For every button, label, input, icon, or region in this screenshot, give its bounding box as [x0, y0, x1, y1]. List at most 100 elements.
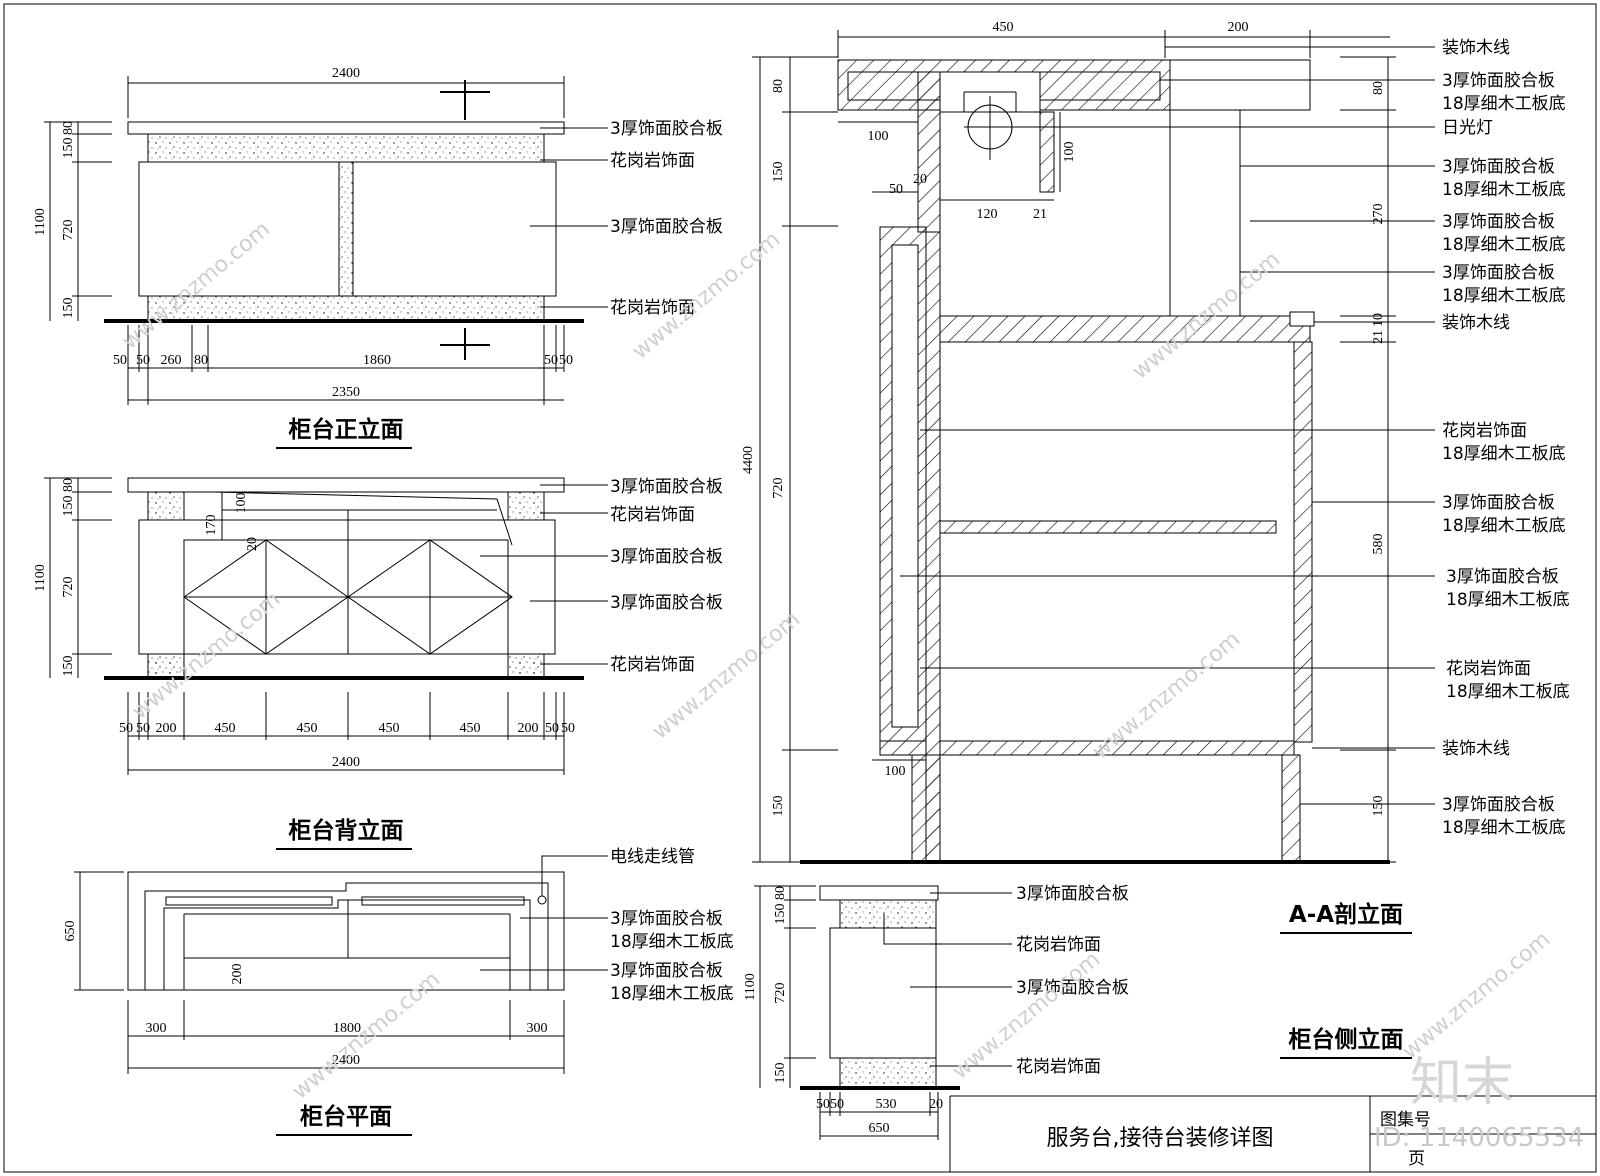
side-note-2: 花岗岩饰面	[1016, 935, 1101, 955]
front-dim-150b: 150	[61, 298, 76, 319]
granite-band-top	[147, 133, 545, 163]
section-note-9a: 3厚饰面胶合板	[1442, 493, 1555, 513]
section-dim-200: 200	[1228, 20, 1249, 35]
section-rdim-21: 21	[1371, 330, 1386, 344]
side-dim-1100: 1100	[743, 973, 758, 1000]
section-note-9b: 18厚细木工板底	[1442, 516, 1566, 536]
side-seg-20: 20	[929, 1097, 943, 1112]
back-seg-6: 450	[379, 721, 400, 736]
side-dim-720: 720	[773, 983, 788, 1004]
section-note-5b: 18厚细木工板底	[1442, 235, 1566, 255]
section-rdim-270: 270	[1371, 204, 1386, 225]
section-note-4b: 18厚细木工板底	[1442, 180, 1566, 200]
section-note-10b: 18厚细木工板底	[1446, 590, 1570, 610]
drawing-name: 服务台,接待台装修详图	[1047, 1126, 1274, 1151]
front-dim-1100: 1100	[33, 208, 48, 235]
section-dim-720: 720	[771, 478, 786, 499]
back-bottom-dim: 2400	[332, 755, 360, 770]
back-title: 柜台背立面	[289, 817, 404, 844]
side-seg-50a: 50	[816, 1097, 830, 1112]
section-note-4a: 3厚饰面胶合板	[1442, 157, 1555, 177]
side-seg-50b: 50	[830, 1097, 844, 1112]
section-note-6a: 3厚饰面胶合板	[1442, 263, 1555, 283]
side-dim-150b: 150	[773, 1063, 788, 1084]
side-total: 650	[869, 1121, 890, 1136]
back-dim-1100: 1100	[33, 564, 48, 591]
back-note-4: 3厚饰面胶合板	[610, 593, 723, 613]
front-seg-260: 260	[161, 353, 182, 368]
section-note-7: 装饰木线	[1442, 313, 1510, 333]
side-dim-150a: 150	[773, 904, 788, 925]
front-dim-80: 80	[61, 121, 76, 135]
granite-band-bottom	[147, 295, 545, 321]
section-dim-450: 450	[993, 20, 1014, 35]
front-note-1: 3厚饰面胶合板	[610, 119, 723, 139]
section-note-11b: 18厚细木工板底	[1446, 682, 1570, 702]
plan-note-3a: 3厚饰面胶合板	[610, 961, 723, 981]
watermark-site-5: www.znzmo.com	[648, 607, 805, 745]
plan-title: 柜台平面	[300, 1103, 392, 1130]
sheet-border	[3, 3, 1597, 1173]
back-seg-8: 200	[518, 721, 539, 736]
section-idim-50: 50	[889, 182, 903, 197]
back-dim-20: 20	[245, 537, 260, 551]
back-seg-10: 50	[561, 721, 575, 736]
section-rdim-80: 80	[1371, 81, 1386, 95]
front-seg-50b: 50	[136, 353, 150, 368]
counter-plan: 200 650 300 1800 300 2400 电线走线管 3厚饰面胶合板 …	[63, 847, 734, 1136]
section-note-13a: 3厚饰面胶合板	[1442, 795, 1555, 815]
back-seg-3: 200	[156, 721, 177, 736]
back-dim-80: 80	[61, 478, 76, 492]
section-note-6b: 18厚细木工板底	[1442, 286, 1566, 306]
front-seg-50a: 50	[113, 353, 127, 368]
section-rdim-580: 580	[1371, 534, 1386, 555]
plan-dim-650: 650	[63, 921, 78, 942]
plan-note-2a: 3厚饰面胶合板	[610, 909, 723, 929]
back-seg-9: 50	[545, 721, 559, 736]
aa-section: 450 200 4400 80 150 720 150 80 270 10 21…	[741, 20, 1570, 934]
atlas-number-label: 图集号	[1380, 1110, 1431, 1130]
section-dim-80: 80	[771, 79, 786, 93]
worktop	[939, 315, 1311, 343]
plan-seg-300a: 300	[146, 1021, 167, 1036]
section-note-3: 日光灯	[1442, 118, 1493, 138]
front-panel-left	[138, 161, 340, 297]
back-note-1: 3厚饰面胶合板	[610, 477, 723, 497]
section-dim-150b: 150	[771, 796, 786, 817]
side-seg-530: 530	[876, 1097, 897, 1112]
watermark-site-9: www.znzmo.com	[1398, 927, 1555, 1065]
front-panel-right	[352, 161, 557, 297]
back-seg-5: 450	[297, 721, 318, 736]
side-dim-80: 80	[773, 886, 788, 900]
back-note-5: 花岗岩饰面	[610, 655, 695, 675]
back-dim-170: 170	[204, 515, 219, 536]
front-note-3: 3厚饰面胶合板	[610, 217, 723, 237]
section-note-2b: 18厚细木工板底	[1442, 94, 1566, 114]
back-seg-1: 50	[119, 721, 133, 736]
section-rdim-150: 150	[1371, 796, 1386, 817]
section-note-10a: 3厚饰面胶合板	[1446, 567, 1559, 587]
side-note-1: 3厚饰面胶合板	[1016, 884, 1129, 904]
side-note-3: 3厚饰面胶合板	[1016, 978, 1129, 998]
section-title: A-A剖立面	[1289, 901, 1403, 928]
section-note-11a: 花岗岩饰面	[1446, 659, 1531, 679]
plan-total: 2400	[332, 1053, 360, 1068]
front-title: 柜台正立面	[289, 416, 404, 443]
plan-seg-300b: 300	[527, 1021, 548, 1036]
section-idim-120: 120	[977, 207, 998, 222]
back-dim-100: 100	[234, 493, 249, 514]
back-dim-150a: 150	[61, 496, 76, 517]
section-dim-150a: 150	[771, 162, 786, 183]
front-dim-150a: 150	[61, 138, 76, 159]
plan-dim-200: 200	[230, 964, 245, 985]
back-dim-720: 720	[61, 577, 76, 598]
back-seg-7: 450	[460, 721, 481, 736]
section-note-5a: 3厚饰面胶合板	[1442, 212, 1555, 232]
section-note-8a: 花岗岩饰面	[1442, 421, 1527, 441]
section-dim-4400: 4400	[741, 446, 756, 474]
back-elevation: 100 170 20 1100 80 150 720 150 50 50 200…	[33, 477, 723, 850]
watermark-id: ID: 1140065534	[1374, 1123, 1584, 1153]
section-idim-100a: 100	[868, 129, 889, 144]
side-elevation: 1100 80 150 720 150 50 50 530 20 650 3厚饰…	[743, 884, 1412, 1140]
shelf	[939, 520, 1277, 534]
